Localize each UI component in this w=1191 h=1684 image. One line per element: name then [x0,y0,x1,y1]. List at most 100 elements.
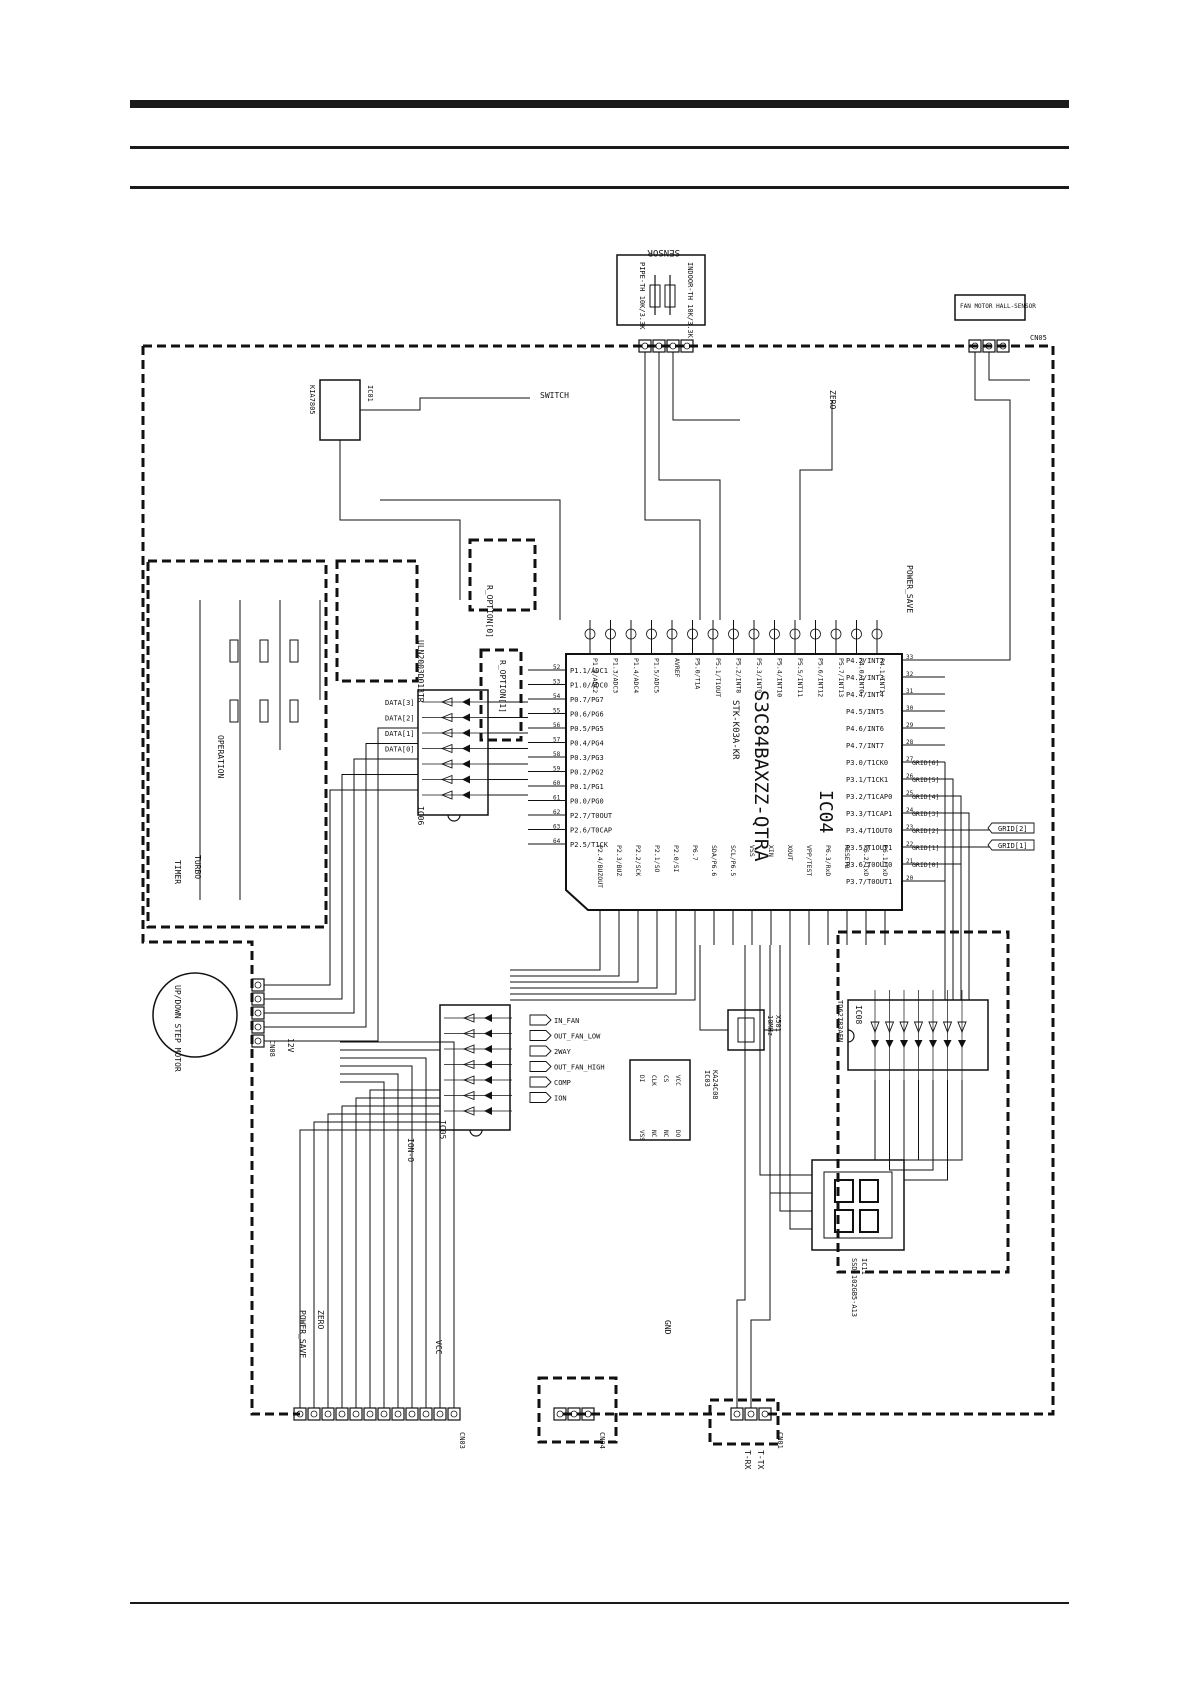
main-connector-wire [340,1081,385,1408]
eeprom-pin-label: CS [662,1075,669,1083]
regulator-ref: IC01 [366,385,374,402]
mcu-left-pin-number: 58 [553,751,561,758]
label-12v: 12V [286,1038,295,1053]
mcu-right-pin-number: 32 [906,671,914,678]
label-switch: SWITCH [540,391,569,400]
mcu-right-pin-label: P4.6/INT6 [846,725,884,733]
mcu-top-pin-label: P5.6/INT12 [817,658,825,697]
label-timer: TIMER [173,860,182,884]
mcu-top-pin-label: AVREF [673,658,681,678]
net-flags: GRID[2]GRID[1] [987,822,1035,851]
mcu-right-pin-label: P3.6/T0OUT0 [846,861,892,869]
net-flag [529,1061,552,1072]
test-point [769,628,780,640]
mcu-left-pin-label: P2.7/T0OUT [570,812,613,820]
grid-net-flag-label: GRID[1] [998,842,1028,850]
mcu-grid-net: GRID[3] [912,810,939,818]
sensor-wire [672,352,740,421]
mcu-right-pin-label: P3.2/T1CAP0 [846,793,892,801]
display-ic11: IC11 SSD-102GB5-A13 [811,1159,905,1317]
mcu-right-pin-label: P4.2/INT2 [846,657,884,665]
mcu-left-pin-label: P2.6/T0CAP [570,827,612,835]
cn03-pin-hole [408,1410,416,1418]
test-point [646,628,657,640]
mcu-top-pin-label: P1.3/ADC3 [612,658,620,693]
mcu-top-pin-label: P4.1/INT1 [878,658,886,693]
board-outline [141,344,1055,1446]
header-rule-middle [130,146,1069,149]
mcu-top-pin-label: P5.7/INT13 [837,658,845,697]
label-ion-o: ION-O [406,1138,415,1162]
comm-wire [750,945,771,1408]
ic05-to-mcu-wire [510,945,601,971]
mcu-left-pin-label: P0.1/PG1 [570,783,604,791]
cn03-pin [447,1407,461,1421]
mcu-left-pin-label: P0.2/PG2 [570,769,604,777]
mcu-left-pin-label: P0.6/PG6 [570,711,604,719]
driver-ic08: IC08 TD62783AFN [836,990,989,1080]
mcu-part: S3C84BAXZZ-QTRA [750,690,772,862]
zero-wire [799,400,833,620]
mcu-bottom-pin-label: P6.1/TxD [881,845,889,876]
label-gnd: GND [663,1320,672,1335]
wires [199,352,1030,1408]
mcu-right-pin-label: P3.3/T1CAP1 [846,810,892,818]
mcu-right-pin-label: P4.7/INT7 [846,742,884,750]
mcu-left-pin-number: 54 [553,693,561,700]
display-wire [769,945,812,1194]
cn03-pin [405,1407,419,1421]
mcu-bottom-pin-label: P6.3/RxD [824,845,832,876]
mcu-top-pin-label: P5.1/T1OUT [714,658,722,697]
mcu-right-pin-number: 27 [906,756,914,763]
test-point [707,628,719,640]
net-flag [529,1076,552,1088]
ic08-ref: IC08 [854,1005,863,1024]
mcu-top-pin-label: P5.3/INT9 [755,658,763,693]
mcu-to-ic08-wire [945,778,954,1000]
mcu-bottom-pin-label: VPP/TEST [805,845,813,876]
mcu-left-pin-number: 63 [553,824,561,831]
cn02-pin [680,339,694,353]
ic08-to-display-wire [904,1080,963,1161]
net-flag [529,1092,552,1103]
mcu-left-pin-label: P0.7/PG7 [570,696,604,704]
cn03-pin [307,1407,321,1421]
header-rule-top [130,100,1069,108]
cn04-ref: CN04 [598,1432,606,1449]
sensor-item-1: INDOOR-TH 10K/3.3K [686,262,694,339]
mcu-bottom-pin-label: RESETB [843,845,851,869]
sensor-label: SENSOR [647,247,680,257]
cn03-pin-hole [436,1410,444,1418]
mcu-note: STK-K03A-KR [730,700,740,760]
eeprom-pin-label: VSS [638,1130,645,1141]
label-option-0: R_OPTION[0] [485,585,494,638]
cn01-pin-hole [733,1410,741,1418]
sensor-block: SENSOR INDOOR-TH 10K/3.3K PIPE-TH 10K/3.… [616,247,706,339]
mcu-top-pin-label: P1.5/ADC5 [653,658,661,693]
resistor [259,699,269,723]
cn08-pin [251,978,265,992]
test-point [871,628,883,640]
main-connector-wire [340,1057,427,1408]
mcu-right-pin-number: 26 [906,773,914,780]
cn08-pin-hole [254,1009,262,1017]
mcu-right-pin-number: 20 [906,875,914,882]
label-zero: ZERO [828,390,837,409]
ic05-output-label: IN_FAN [554,1017,579,1025]
cn04-pin [553,1407,567,1421]
label-vcc: VCC [434,1340,443,1355]
mcu-right-pin-number: 23 [906,824,914,831]
ic05-to-mcu-wire [510,945,639,983]
mcu-left-pin-label: P2.5/T1CK [570,841,609,849]
test-point [830,628,842,640]
mcu-grid-net: GRID[6] [912,759,939,767]
mcu-bottom-pin-label: XOUT [786,845,794,861]
crystal-ref: X501 [774,1015,782,1032]
label-operation: OPERATION [216,735,225,779]
cn03-pin-hole [324,1410,332,1418]
cn08-pin-hole [254,995,262,1003]
cn03-pin [335,1407,349,1421]
display-wire [779,945,812,1212]
mcu-top-pin-label: P4.0/INT0 [858,658,866,693]
eeprom-pin-label: CLK [650,1075,657,1086]
